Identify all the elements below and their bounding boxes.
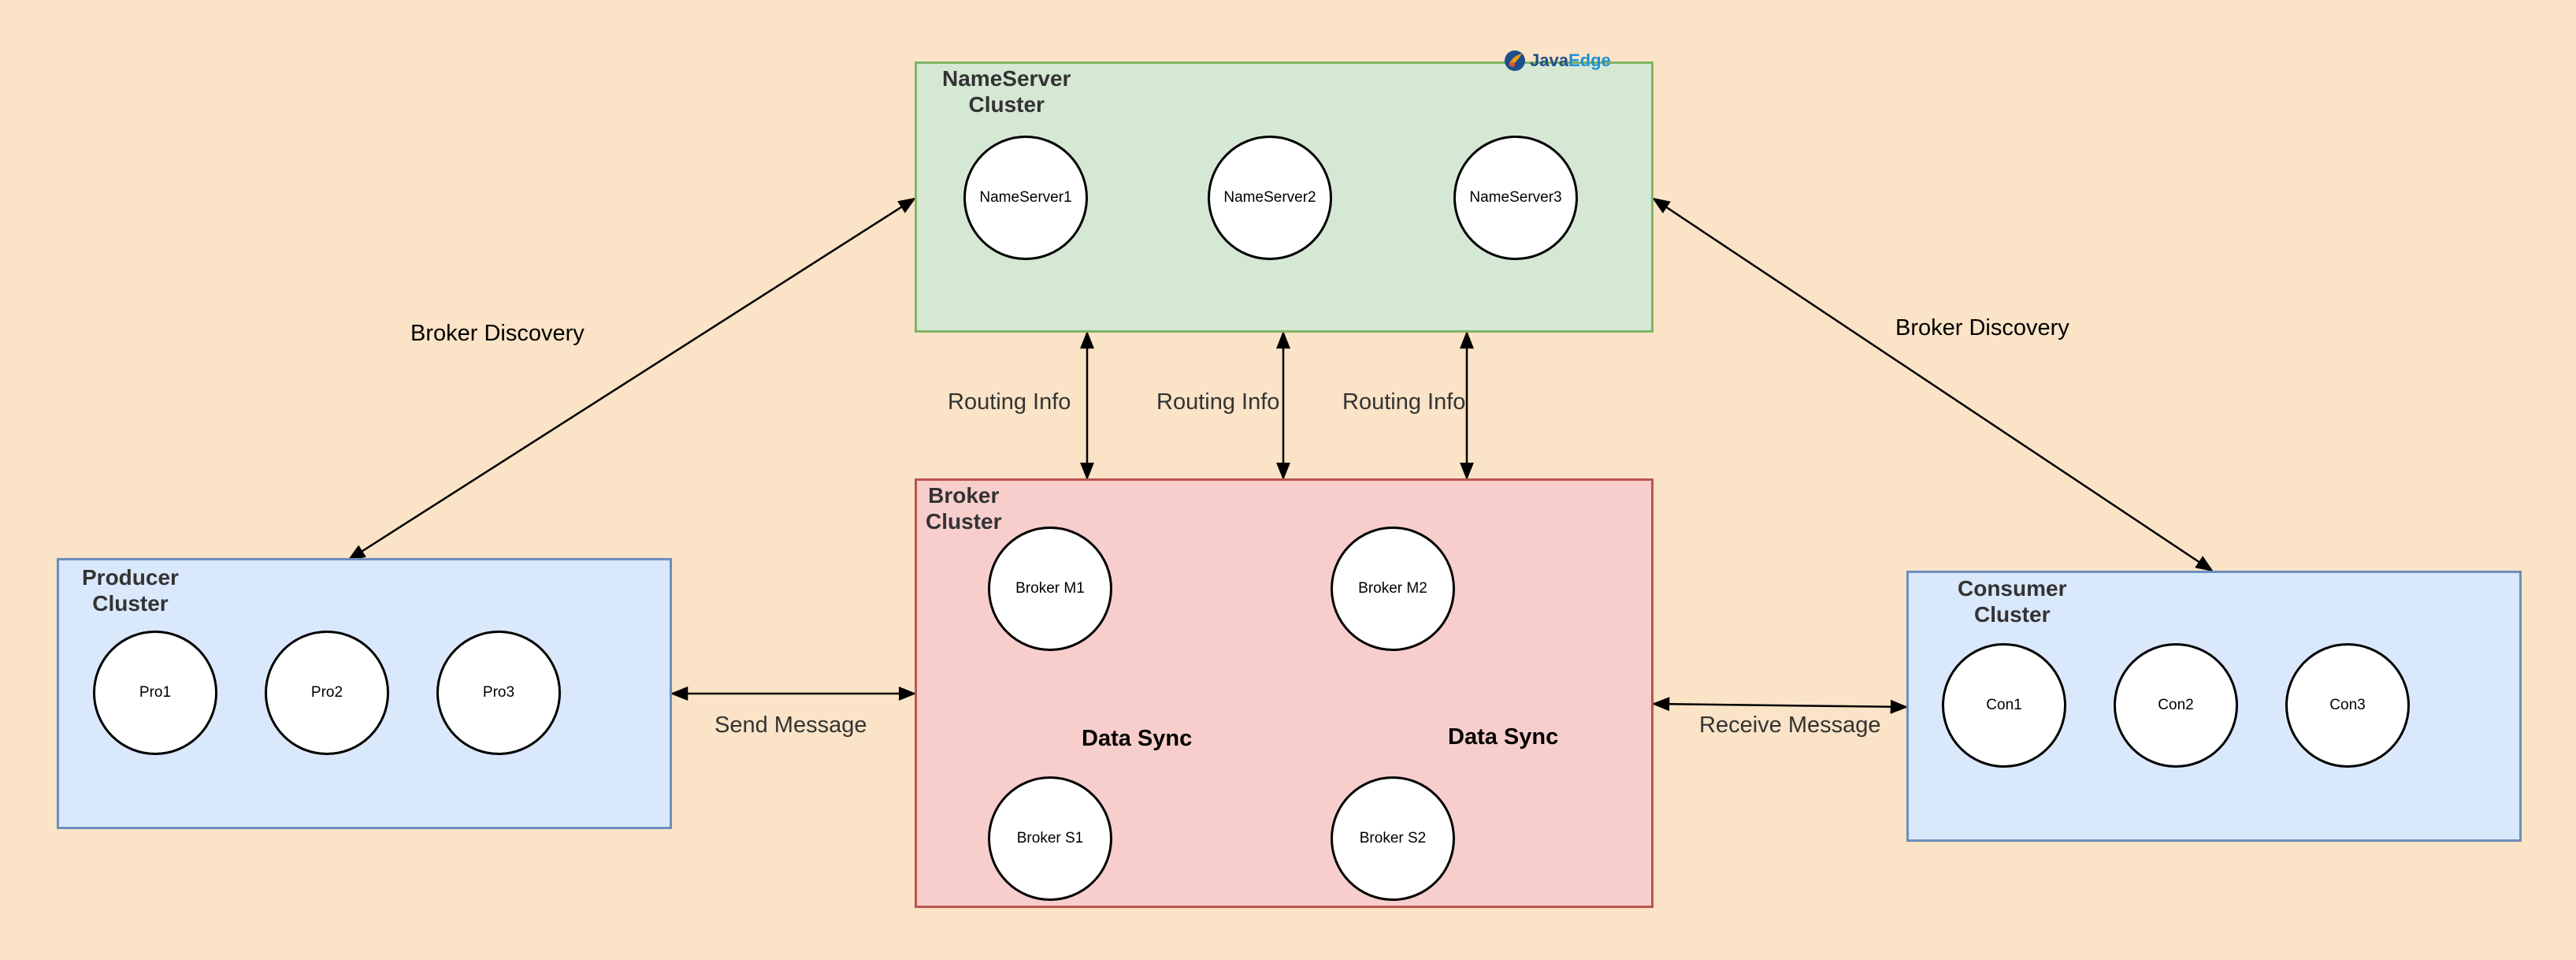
cluster-title-line2: Cluster bbox=[926, 509, 1002, 534]
routing-info-label-2: Routing Info bbox=[1156, 389, 1280, 415]
cluster-title-line2: Cluster bbox=[92, 591, 169, 616]
cluster-title-line2: Cluster bbox=[968, 92, 1045, 117]
cluster-title-line1: Broker bbox=[928, 483, 1000, 508]
data-sync-label-2: Data Sync bbox=[1448, 724, 1559, 750]
cluster-title-line1: Producer bbox=[82, 565, 179, 590]
consumer-node-1: Con1 bbox=[1942, 643, 2066, 768]
nameserver-cluster-title: NameServer Cluster bbox=[942, 65, 1071, 117]
receive-message-arrow bbox=[1651, 697, 1909, 714]
broker-discovery-producer-arrow bbox=[347, 197, 916, 561]
producer-node-3: Pro3 bbox=[436, 631, 561, 755]
broker-discovery-left-label: Broker Discovery bbox=[410, 321, 585, 346]
broker-cluster-title: Broker Cluster bbox=[926, 482, 1001, 534]
receive-message-label: Receive Message bbox=[1699, 713, 1881, 738]
broker-discovery-right-label: Broker Discovery bbox=[1895, 315, 2069, 340]
nameserver-node-2: NameServer2 bbox=[1208, 136, 1332, 260]
logo-text-edge: Edge bbox=[1568, 50, 1611, 70]
send-message-label: Send Message bbox=[715, 713, 867, 738]
routing-info-label-1: Routing Info bbox=[948, 389, 1071, 415]
broker-s1-node: Broker S1 bbox=[988, 776, 1112, 901]
producer-node-2: Pro2 bbox=[265, 631, 389, 755]
logo-text-java: Java bbox=[1530, 50, 1568, 70]
cluster-title-line1: NameServer bbox=[942, 66, 1071, 91]
producer-cluster-title: Producer Cluster bbox=[82, 564, 179, 616]
broker-discovery-consumer-arrow bbox=[1652, 197, 2214, 572]
consumer-cluster-title: Consumer Cluster bbox=[1958, 575, 2066, 627]
nameserver-node-3: NameServer3 bbox=[1453, 136, 1578, 260]
routing-info-label-3: Routing Info bbox=[1342, 389, 1466, 415]
consumer-node-3: Con3 bbox=[2285, 643, 2410, 768]
consumer-node-2: Con2 bbox=[2114, 643, 2238, 768]
broker-m2-node: Broker M2 bbox=[1331, 527, 1455, 651]
broker-s2-node: Broker S2 bbox=[1331, 776, 1455, 901]
data-sync-label-1: Data Sync bbox=[1082, 726, 1193, 751]
nameserver-node-1: NameServer1 bbox=[963, 136, 1088, 260]
broker-m1-node: Broker M1 bbox=[988, 527, 1112, 651]
cluster-title-line1: Consumer bbox=[1958, 576, 2067, 601]
producer-node-1: Pro1 bbox=[93, 631, 217, 755]
cluster-title-line2: Cluster bbox=[1974, 602, 2051, 627]
javaedge-logo-icon bbox=[1505, 50, 1525, 71]
